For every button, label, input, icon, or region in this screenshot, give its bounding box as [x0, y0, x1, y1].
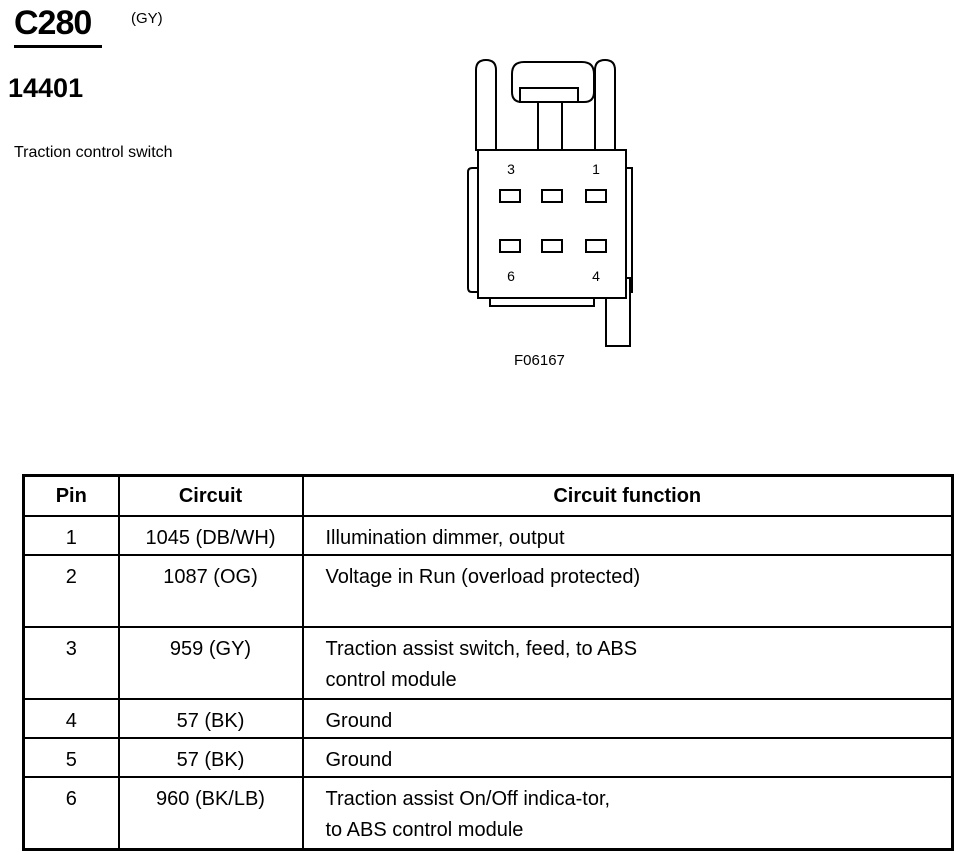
- table-row: 2 1087 (OG) Voltage in Run (overload pro…: [22, 554, 954, 628]
- connector-body: [477, 149, 627, 299]
- pin-label-3: 3: [507, 161, 515, 177]
- header-pin: Pin: [22, 474, 120, 517]
- terminal-cavity: [585, 189, 607, 203]
- connector-left-latch: [475, 58, 497, 151]
- pin-label-1: 1: [592, 161, 600, 177]
- cell-function: Ground: [301, 698, 954, 739]
- connector-right-latch: [594, 58, 616, 151]
- table-row: 3 959 (GY) Traction assist switch, feed,…: [22, 626, 954, 700]
- cell-function: Traction assist On/Off indica-tor, to AB…: [301, 776, 954, 851]
- cell-circuit: 959 (GY): [117, 626, 304, 700]
- cell-circuit: 1087 (OG): [117, 554, 304, 628]
- connector-lock-bar: [519, 87, 579, 103]
- cell-pin: 4: [22, 698, 120, 739]
- cell-circuit: 960 (BK/LB): [117, 776, 304, 851]
- cell-function: Voltage in Run (overload protected): [301, 554, 954, 628]
- connector-left-rail: [467, 167, 478, 293]
- table-header-row: Pin Circuit Circuit function: [22, 474, 954, 517]
- table-row: 6 960 (BK/LB) Traction assist On/Off ind…: [22, 776, 954, 851]
- pinout-table: Pin Circuit Circuit function 1 1045 (DB/…: [22, 474, 954, 851]
- terminal-cavity: [499, 239, 521, 253]
- connector-lock-stem: [537, 101, 563, 151]
- terminal-cavity: [585, 239, 607, 253]
- cell-circuit: 57 (BK): [117, 737, 304, 778]
- connector-id: C280: [14, 4, 92, 42]
- cell-pin: 1: [22, 515, 120, 556]
- cell-pin: 6: [22, 776, 120, 851]
- connector-id-underline: [14, 45, 102, 48]
- component-description: Traction control switch: [14, 144, 173, 161]
- cell-pin: 5: [22, 737, 120, 778]
- cell-function: Traction assist switch, feed, to ABS con…: [301, 626, 954, 700]
- cell-pin: 2: [22, 554, 120, 628]
- cell-function: Ground: [301, 737, 954, 778]
- header-circuit-function: Circuit function: [301, 474, 954, 517]
- terminal-cavity: [541, 239, 563, 253]
- cell-function: Illumination dimmer, output: [301, 515, 954, 556]
- pin-label-4: 4: [592, 268, 600, 284]
- table-row: 1 1045 (DB/WH) Illumination dimmer, outp…: [22, 515, 954, 556]
- part-number: 14401: [8, 73, 84, 103]
- cell-pin: 3: [22, 626, 120, 700]
- table-row: 4 57 (BK) Ground: [22, 698, 954, 739]
- header-circuit: Circuit: [117, 474, 304, 517]
- cell-circuit: 57 (BK): [117, 698, 304, 739]
- terminal-cavity: [541, 189, 563, 203]
- table-row: 5 57 (BK) Ground: [22, 737, 954, 778]
- connector-color: (GY): [131, 10, 163, 27]
- cell-circuit: 1045 (DB/WH): [117, 515, 304, 556]
- figure-code: F06167: [514, 352, 565, 369]
- connector-face-diagram: 3 1 6 4: [467, 58, 633, 347]
- terminal-cavity: [499, 189, 521, 203]
- pin-label-6: 6: [507, 268, 515, 284]
